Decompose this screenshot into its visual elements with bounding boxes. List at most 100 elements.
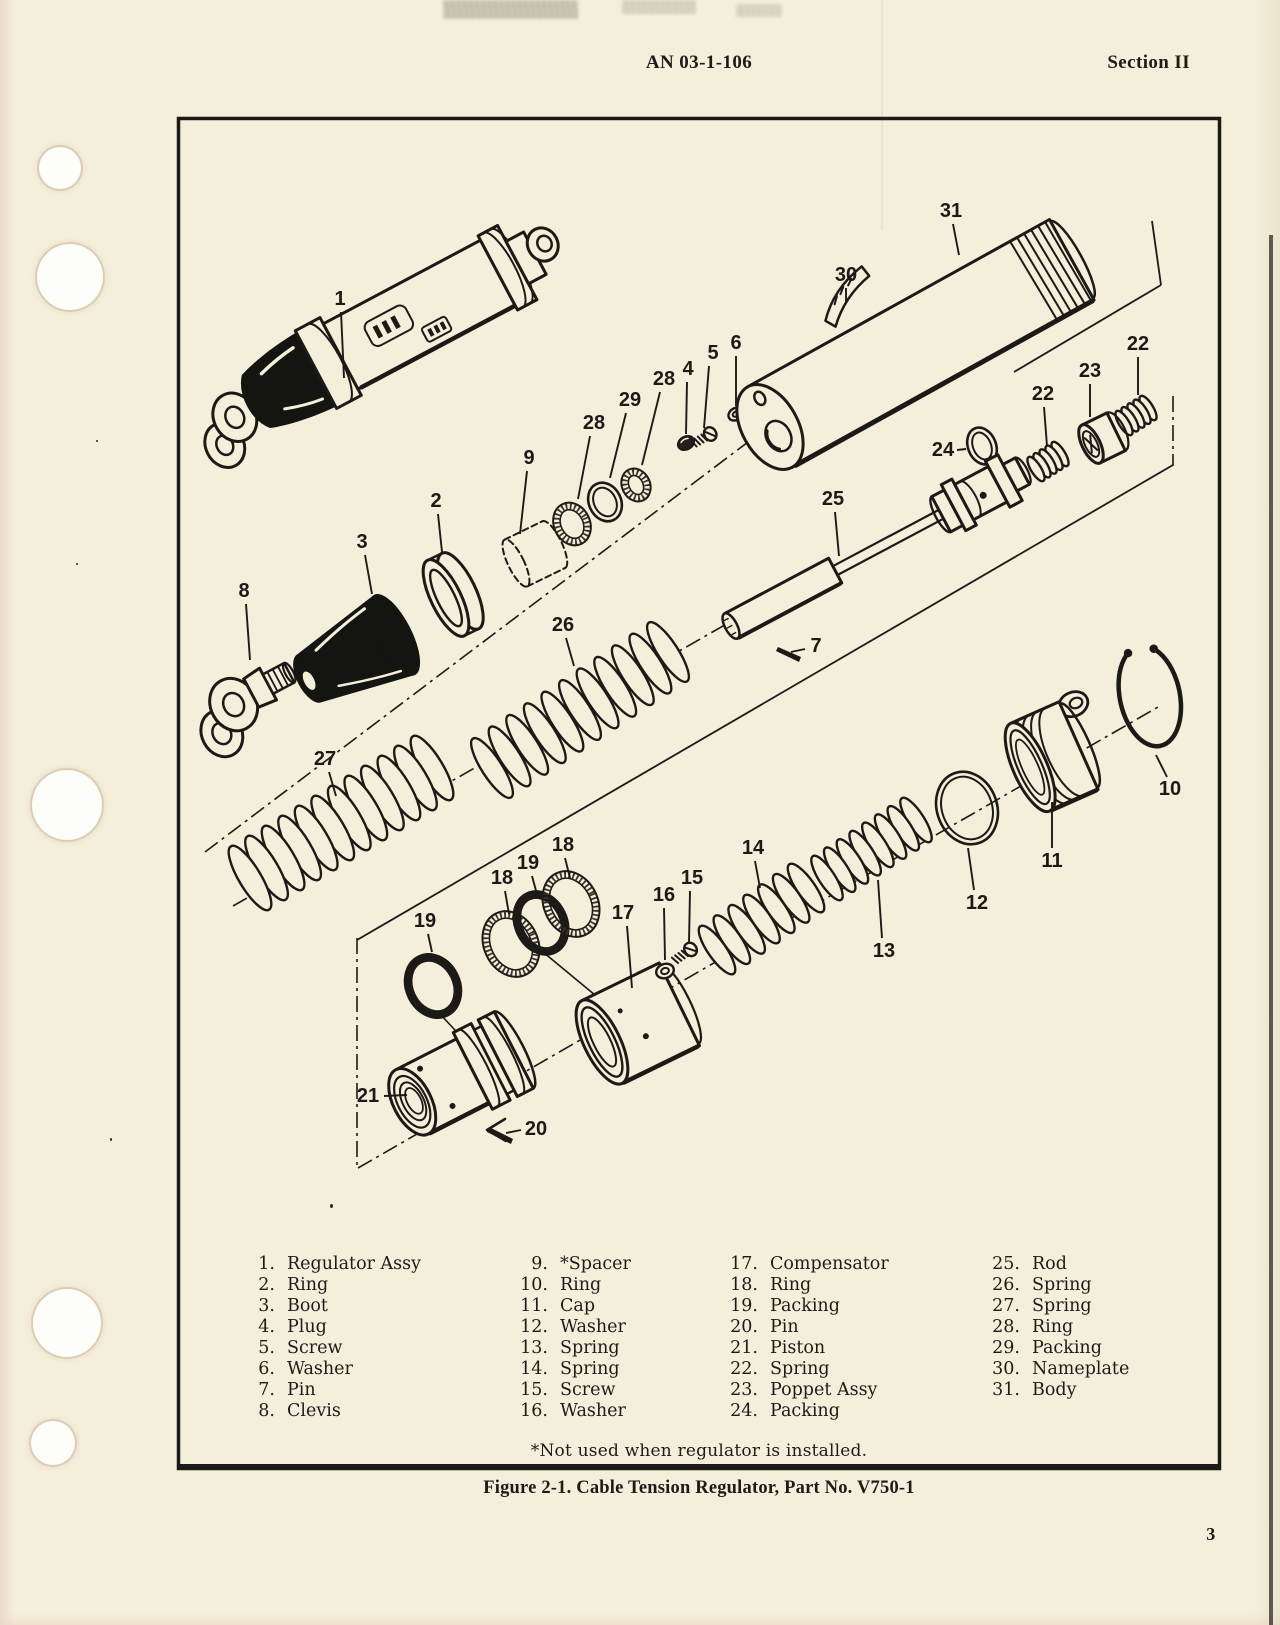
part-plug xyxy=(676,434,696,452)
parts-list-item: 11.Cap xyxy=(520,1296,596,1316)
page-edge-right-shade xyxy=(1252,0,1280,1625)
ring-part xyxy=(403,953,463,1019)
part-screw-15 xyxy=(670,941,699,965)
part-rod xyxy=(721,453,1032,640)
callout-label: 20 xyxy=(525,1118,547,1140)
part-cap xyxy=(1003,690,1102,814)
scan-edge-line xyxy=(1269,235,1273,1625)
callout-label: 22 xyxy=(1032,383,1054,405)
punch-hole xyxy=(32,770,102,840)
callout-label: 3 xyxy=(356,531,367,553)
parts-list-item: 23.Poppet Assy xyxy=(730,1380,878,1400)
parts-list-item: 9.*Spacer xyxy=(531,1254,631,1274)
parts-list-item: 18.Ring xyxy=(730,1275,812,1295)
part-body xyxy=(735,218,1097,471)
parts-list-item: 8.Clevis xyxy=(258,1401,341,1421)
parts-list-item: 30.Nameplate xyxy=(992,1359,1130,1379)
callout-label: 24 xyxy=(932,439,955,461)
ring-part xyxy=(481,910,541,978)
parts-list-item: 1.Regulator Assy xyxy=(258,1254,422,1274)
ring-part xyxy=(512,890,570,956)
part-snap-ring xyxy=(1116,644,1184,749)
callout-label: 5 xyxy=(707,342,718,364)
parts-list-item: 14.Spring xyxy=(520,1359,620,1379)
callout-label: 26 xyxy=(552,614,574,636)
parts-list-item: 16.Washer xyxy=(520,1401,626,1421)
parts-list-item: 27.Spring xyxy=(992,1296,1092,1316)
callout-label: 10 xyxy=(1159,778,1181,800)
page-edge-left xyxy=(0,0,16,1625)
punch-hole xyxy=(31,1421,75,1465)
parts-list-item: 13.Spring xyxy=(520,1338,620,1358)
callout-label: 4 xyxy=(682,358,694,380)
parts-list-item: 20.Pin xyxy=(730,1317,799,1337)
parts-list-item: 25.Rod xyxy=(992,1254,1067,1274)
paper-speck xyxy=(96,440,98,442)
callout-label: 27 xyxy=(314,748,336,770)
parts-list-item: 28.Ring xyxy=(992,1317,1074,1337)
part-pin-7 xyxy=(776,647,801,662)
parts-list-item: 17.Compensator xyxy=(730,1254,889,1274)
part-piston xyxy=(387,1010,537,1137)
ring-part xyxy=(541,870,601,938)
part-boot xyxy=(293,594,421,703)
section-label: Section II xyxy=(1107,52,1190,73)
part-nameplate xyxy=(824,265,871,328)
callout-label: 28 xyxy=(653,368,675,390)
callout-label: 13 xyxy=(873,940,895,962)
parts-list-item: 2.Ring xyxy=(258,1275,329,1295)
punch-hole xyxy=(37,244,103,310)
part-pin-20 xyxy=(485,1117,513,1144)
parts-list-item: 3.Boot xyxy=(258,1296,328,1316)
scan-noise xyxy=(736,4,782,17)
part-washer-16 xyxy=(655,962,675,980)
callout-label: 29 xyxy=(619,389,641,411)
callout-label: 23 xyxy=(1079,360,1101,382)
page-edge-bottom xyxy=(0,1613,1280,1625)
callout-label: 7 xyxy=(810,635,821,657)
parts-list-item: 22.Spring xyxy=(730,1359,830,1379)
parts-list-item: 7.Pin xyxy=(258,1380,316,1400)
callout-label: 17 xyxy=(612,902,634,924)
callout-label: 14 xyxy=(742,837,765,859)
callout-label: 19 xyxy=(517,852,539,874)
parts-list-item: 5.Screw xyxy=(258,1338,343,1358)
callout-label: 25 xyxy=(822,488,844,510)
parts-list-item: 31.Body xyxy=(992,1380,1077,1400)
callout-label: 2 xyxy=(430,490,441,512)
callout-label: 18 xyxy=(552,834,574,856)
parts-list-item: 29.Packing xyxy=(992,1338,1102,1358)
part-poppet-assy xyxy=(1077,411,1130,465)
parts-list-item: 10.Ring xyxy=(520,1275,602,1295)
parts-list-item: 26.Spring xyxy=(992,1275,1092,1295)
callout-label: 22 xyxy=(1127,333,1149,355)
punch-hole xyxy=(39,147,81,189)
parts-list-item: 15.Screw xyxy=(520,1380,616,1400)
part-clevis xyxy=(199,661,297,759)
callout-label: 9 xyxy=(523,447,534,469)
scan-noise xyxy=(622,0,696,14)
paper-speck xyxy=(110,1138,112,1141)
callout-label: 28 xyxy=(583,412,605,434)
parts-list-item: 24.Packing xyxy=(730,1401,840,1421)
callout-label: 6 xyxy=(730,332,741,354)
callout-label: 1 xyxy=(334,288,345,310)
parts-list-item: 21.Piston xyxy=(730,1338,826,1358)
part-screw-5 xyxy=(689,426,718,448)
callout-label: 8 xyxy=(238,580,249,602)
callout-label: 31 xyxy=(940,200,962,222)
punch-hole xyxy=(33,1289,101,1357)
callout-label: 12 xyxy=(966,892,988,914)
callout-label: 30 xyxy=(835,264,857,286)
paper-speck xyxy=(330,1204,333,1208)
doc-number: AN 03-1-106 xyxy=(645,52,753,73)
part-compensator xyxy=(574,961,703,1086)
scan-noise xyxy=(443,0,578,19)
part-spacer xyxy=(501,519,569,588)
